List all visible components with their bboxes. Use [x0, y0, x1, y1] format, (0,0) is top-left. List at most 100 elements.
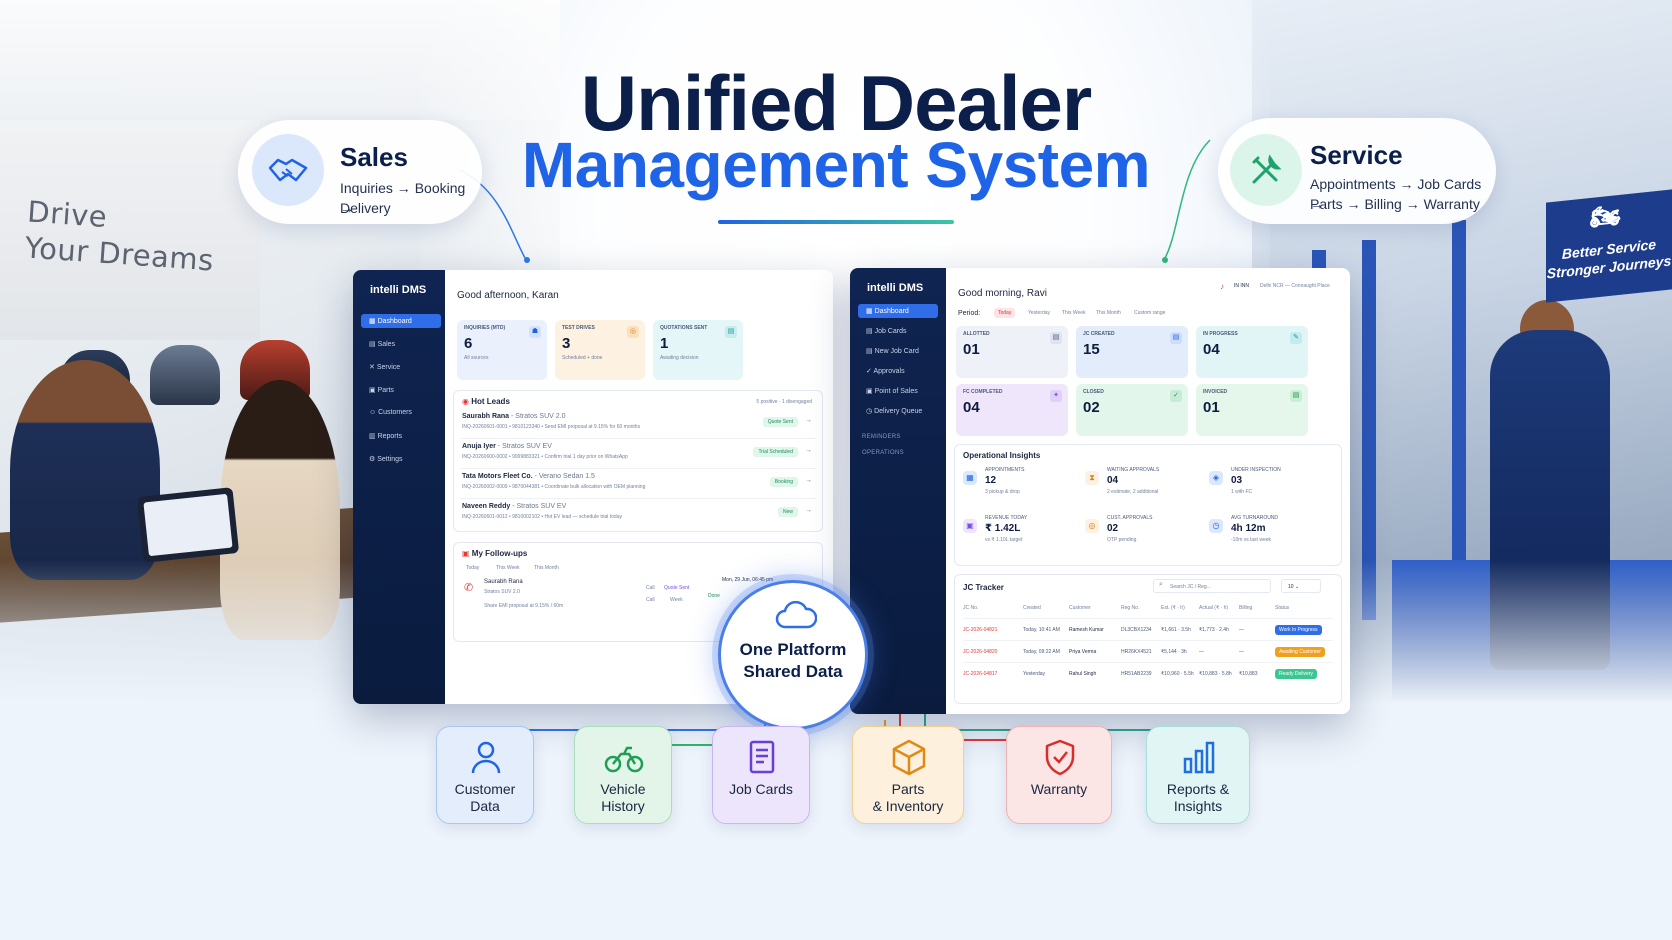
lead-row[interactable]: Tata Motors Fleet Co. - Verano Sedan 1.5…	[460, 469, 816, 499]
nav-reports[interactable]: ▥ Reports	[369, 433, 403, 440]
nav-new-job-card[interactable]: ▤ New Job Card	[866, 348, 919, 355]
insight-cust-approvals[interactable]: ◎Cust. Approvals02OTP pending	[1085, 513, 1195, 555]
nav-approvals[interactable]: ✓ Approvals	[866, 368, 905, 375]
page-size-select[interactable]: 10 ⌄	[1281, 579, 1321, 593]
status-badge: Trial Scheduled	[753, 447, 798, 457]
status-badge: Quote Sent	[762, 417, 798, 427]
sales-flow-line1: Inquiries → Booking →	[340, 180, 466, 216]
lead-row[interactable]: Naveen Reddy - Stratos SUV EV INQ-202606…	[462, 503, 812, 520]
language-select[interactable]: IN INN	[1234, 283, 1249, 289]
sales-brand: intelli DMS	[370, 284, 427, 296]
arrow-right-icon: →	[805, 477, 812, 484]
kpi-invoiced[interactable]: Invoiced01 ▤	[1196, 384, 1308, 436]
showroom-wall	[0, 120, 260, 340]
done-button[interactable]: Done	[708, 593, 720, 599]
nav-dashboard[interactable]: ▦ Dashboard	[858, 304, 938, 318]
kpi-in-progress[interactable]: In Progress04 ✎	[1196, 326, 1308, 378]
insights-title: Operational Insights	[963, 451, 1041, 460]
inquiry-icon: ☗	[529, 326, 541, 338]
period-today[interactable]: Today	[994, 308, 1016, 318]
jc-search-input[interactable]: Search JC / Reg...	[1153, 579, 1271, 593]
module-parts-inventory[interactable]: Parts& Inventory	[852, 726, 964, 824]
nav-settings[interactable]: ⚙ Settings	[369, 456, 403, 463]
nav-sales[interactable]: ▤ Sales	[369, 341, 396, 348]
hero-title-line2: Management System	[521, 129, 1151, 201]
kpi-jc-created[interactable]: JC Created15 ▤	[1076, 326, 1188, 378]
invoice-icon: ▤	[1290, 390, 1302, 402]
quote-sent-chip[interactable]: Quote Sent	[664, 585, 690, 591]
insight-under-inspection[interactable]: ◈Under Inspection031 with FC	[1209, 465, 1319, 507]
arrow-right-icon: →	[805, 417, 812, 424]
vehicle-lift	[1362, 240, 1376, 620]
call-button-2[interactable]: Call	[646, 597, 655, 603]
lead-row[interactable]: Saurabh Rana - Stratos SUV 2.0 INQ-20260…	[460, 409, 816, 439]
module-job-cards[interactable]: Job Cards	[712, 726, 810, 824]
nav-point-of-sales[interactable]: ▣ Point of Sales	[866, 388, 918, 395]
bar-chart-icon	[1183, 741, 1215, 774]
sales-flow-line2: Delivery	[340, 200, 391, 216]
module-warranty[interactable]: Warranty	[1006, 726, 1112, 824]
kpi-test-drives[interactable]: Test Drives3Scheduled + done ◎	[555, 320, 645, 380]
kpi-closed[interactable]: Closed02 ✓	[1076, 384, 1188, 436]
nav-parts[interactable]: ▣ Parts	[369, 387, 394, 394]
nav-delivery-queue[interactable]: ◷ Delivery Queue	[866, 408, 923, 415]
period-yesterday[interactable]: Yesterday	[1028, 310, 1051, 316]
jc-tracker-panel: JC Tracker Search JC / Reg... ⌕ 10 ⌄ JC …	[954, 574, 1342, 704]
insight-appointments[interactable]: ▦Appointments123 pickup & drop	[963, 465, 1073, 507]
nav-job-cards[interactable]: ▤ Job Cards	[866, 328, 907, 335]
service-greeting: Good morning, Ravi	[958, 288, 1047, 299]
search-icon: ⌕	[1159, 581, 1163, 588]
location-select[interactable]: Delhi NCR — Connaught Place	[1260, 283, 1330, 289]
tab-this-month[interactable]: This Month	[534, 565, 559, 571]
call-button[interactable]: Call	[646, 585, 655, 591]
service-title: Service	[1310, 140, 1403, 170]
section-operations[interactable]: OPERATIONS	[862, 450, 904, 456]
service-flow-line1: Appointments → Job Cards →	[1310, 176, 1482, 212]
sales-greeting: Good afternoon, Karan	[457, 290, 559, 301]
lead-row[interactable]: Anuja Iyer - Stratos SUV EV INQ-20260600…	[460, 439, 816, 469]
period-this-month[interactable]: This Month	[1096, 310, 1121, 316]
status-badge: Booking	[769, 477, 798, 487]
hot-leads-panel: ◉ Hot Leads 5 positive · 1 disengaged Sa…	[453, 390, 823, 532]
steering-icon: ◎	[627, 326, 639, 338]
hot-leads-meta: 5 positive · 1 disengaged	[756, 399, 812, 405]
kpi-fc-completed[interactable]: FC Completed04 ✦	[956, 384, 1068, 436]
section-reminders[interactable]: REMINDERS	[862, 434, 901, 440]
status-badge: Ready Delivery	[1275, 669, 1317, 679]
insight-avg-turnaround[interactable]: ◷Avg Turnaround4h 12m-10m vs last week	[1209, 513, 1319, 555]
followup-model: Stratos SUV 2.0	[484, 589, 520, 595]
quote-icon: ▤	[725, 326, 737, 338]
period-custom-range[interactable]: Custom range	[1134, 310, 1166, 316]
kpi-quotations[interactable]: Quotations Sent1Awaiting decision ▤	[653, 320, 743, 380]
tab-today[interactable]: Today	[466, 565, 480, 571]
week-chip[interactable]: Week	[670, 597, 683, 603]
period-this-week[interactable]: This Week	[1062, 310, 1086, 316]
sales-pill: Sales Inquiries → Booking → Delivery	[238, 120, 482, 224]
hot-leads-title: ◉ Hot Leads	[462, 397, 510, 406]
kpi-allotted[interactable]: Allotted01 ▤	[956, 326, 1068, 378]
tablet-device	[136, 487, 240, 563]
bell-icon[interactable]: ♪	[1220, 282, 1224, 291]
tab-this-week[interactable]: This Week	[496, 565, 520, 571]
nav-customers[interactable]: ☺ Customers	[369, 409, 412, 416]
box-icon	[892, 739, 926, 776]
insight-waiting-approvals[interactable]: ⧗Waiting Approvals042 estimate, 2 additi…	[1085, 465, 1195, 507]
nav-dashboard[interactable]: ▦ Dashboard	[361, 314, 441, 328]
document-icon	[749, 740, 775, 774]
showroom-bike	[150, 345, 220, 405]
sales-title: Sales	[340, 142, 408, 172]
nav-service[interactable]: ✕ Service	[369, 364, 401, 371]
followups-title: ▣ My Follow-ups	[462, 549, 528, 558]
module-reports-insights[interactable]: Reports &Insights	[1146, 726, 1250, 824]
